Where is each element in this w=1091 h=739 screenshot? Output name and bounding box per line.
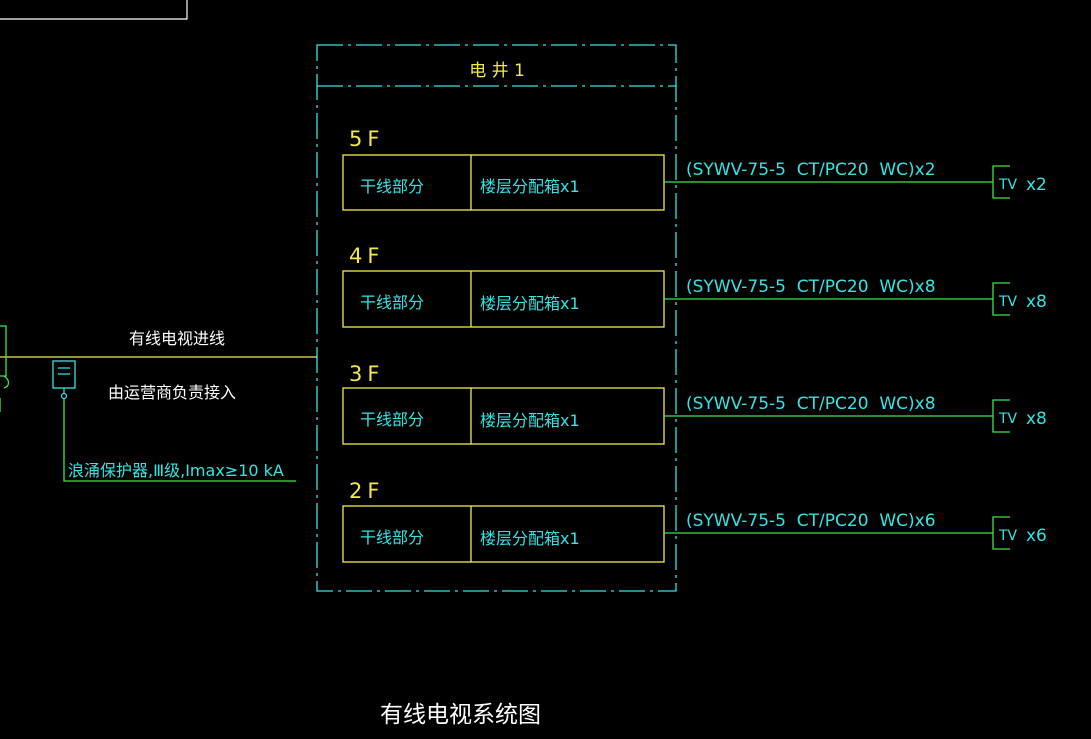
box-label: 楼层分配箱x1 [480,529,580,548]
floor-label: 5F [349,127,384,151]
trunk-label: 干线部分 [360,410,424,429]
surge-ground-node [60,392,68,400]
tv-outlet-icon [992,282,1010,316]
ground-fragment-icon [0,375,10,412]
tv-label: TV [998,294,1018,310]
tv-outlet-icon [992,399,1010,433]
box-label: 楼层分配箱x1 [480,411,580,430]
floor-label: 4F [349,244,384,268]
incoming-line-group: 有线电视进线 由运营商负责接入 浪涌保护器,Ⅲ级,Imax≥10 kA [0,325,317,482]
tv-count: x8 [1026,292,1047,312]
trunk-label: 干线部分 [360,293,424,312]
incoming-line-label: 有线电视进线 [129,329,225,348]
tv-count: x2 [1026,175,1047,195]
tv-outlet-icon [992,165,1010,199]
cable-spec: (SYWV-75-5 CT/PC20 WC)x2 [686,160,936,180]
distribution-box [342,505,665,563]
frame-fragment [0,0,188,20]
floor-label: 2F [349,479,384,503]
cable-spec: (SYWV-75-5 CT/PC20 WC)x6 [686,511,936,531]
floor-row-2f: 2F 干线部分 楼层分配箱x1 (SYWV-75-5 CT/PC20 WC)x6… [342,479,1047,563]
shaft-enclosure [316,44,677,592]
floor-row-5f: 5F 干线部分 楼层分配箱x1 (SYWV-75-5 CT/PC20 WC)x2… [342,127,1047,211]
surge-protector-lead [63,399,296,482]
box-label: 楼层分配箱x1 [480,294,580,313]
box-label: 楼层分配箱x1 [480,177,580,196]
trunk-label: 干线部分 [360,177,424,196]
tv-label: TV [998,411,1018,427]
operator-note: 由运营商负责接入 [108,383,236,402]
tv-outlet-icon [992,516,1010,550]
shaft-label: 电 井 1 [469,61,525,81]
floor-row-4f: 4F 干线部分 楼层分配箱x1 (SYWV-75-5 CT/PC20 WC)x8… [342,244,1047,328]
tv-label: TV [998,528,1018,544]
tv-label: TV [998,177,1018,193]
surge-protector-inner [58,367,70,394]
diagram-title: 有线电视系统图 [380,702,541,728]
surge-protector-label: 浪涌保护器,Ⅲ级,Imax≥10 kA [68,461,284,480]
tv-count: x6 [1026,526,1047,546]
floor-label: 3F [349,362,384,386]
tv-count: x8 [1026,409,1047,429]
cable-spec: (SYWV-75-5 CT/PC20 WC)x8 [686,394,936,414]
floor-row-3f: 3F 干线部分 楼层分配箱x1 (SYWV-75-5 CT/PC20 WC)x8… [342,362,1047,445]
cable-spec: (SYWV-75-5 CT/PC20 WC)x8 [686,277,936,297]
source-terminal-icon [0,325,7,377]
trunk-label: 干线部分 [360,528,424,547]
